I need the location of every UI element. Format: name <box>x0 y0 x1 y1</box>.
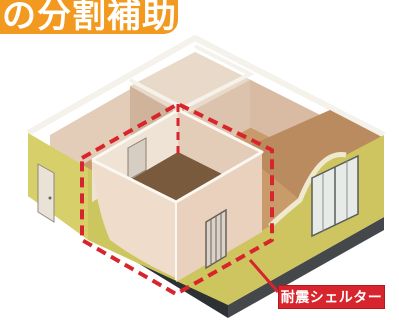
shelter-label: 耐震シェルター <box>278 285 385 309</box>
callout-leader-line-icon <box>248 259 280 293</box>
header-banner: の分割補助 <box>0 0 178 34</box>
shelter-front-wall-left <box>92 160 176 278</box>
right-room-floor <box>240 110 384 200</box>
upper-room-wall-a <box>130 52 250 116</box>
floor-slab-right <box>228 217 384 318</box>
header-banner-text: の分割補助 <box>2 0 177 34</box>
partition-top-edge <box>129 44 255 111</box>
door-knob <box>48 196 52 200</box>
shelter-back-window <box>127 137 147 181</box>
dashed-outline-icon <box>80 102 274 296</box>
exterior-wall-left <box>28 133 88 240</box>
shelter-top-edge <box>91 108 264 204</box>
cutaway-edge <box>268 152 347 228</box>
wall-top-edge <box>26 35 386 138</box>
left-door <box>37 163 55 223</box>
